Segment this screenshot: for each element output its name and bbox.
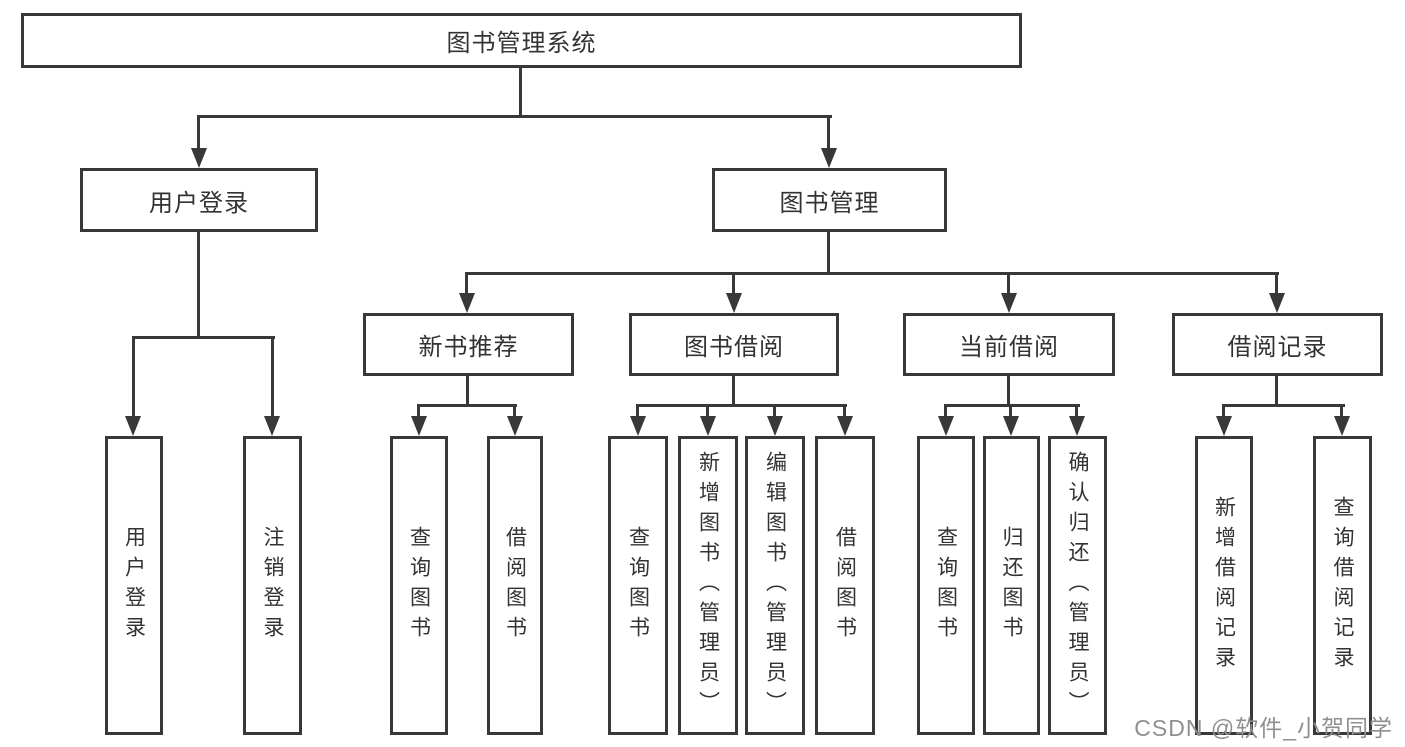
node-root: 图书管理系统	[21, 13, 1022, 68]
node-current-borrow: 当前借阅	[903, 313, 1115, 376]
node-new-book-recommend: 新书推荐	[363, 313, 574, 376]
connector-line	[466, 272, 1279, 275]
connector-line	[1340, 404, 1343, 420]
connector-line	[706, 404, 709, 420]
leaf-edit-book-admin: 编辑图书（管理员）	[745, 436, 805, 735]
leaf-recommend-query-books: 查询图书	[390, 436, 448, 735]
connector-line	[466, 376, 469, 407]
leaf-borrow-borrow-books: 借阅图书	[815, 436, 875, 735]
connector-line	[1275, 376, 1278, 407]
arrow-down-icon	[1001, 293, 1017, 313]
arrow-down-icon	[837, 416, 853, 436]
leaf-recommend-borrow-books: 借阅图书	[487, 436, 543, 735]
watermark: CSDN @软件_小贺同学	[1134, 715, 1393, 741]
node-borrow-records: 借阅记录	[1172, 313, 1383, 376]
leaf-add-borrow-record: 新增借阅记录	[1195, 436, 1253, 735]
connector-line	[132, 336, 135, 420]
arrow-down-icon	[726, 293, 742, 313]
node-book-borrow: 图书借阅	[629, 313, 839, 376]
arrow-down-icon	[1069, 416, 1085, 436]
connector-line	[1007, 272, 1010, 297]
node-book-management: 图书管理	[712, 168, 947, 232]
leaf-confirm-return-admin: 确认归还（管理员）	[1048, 436, 1107, 735]
connector-line	[1075, 404, 1078, 420]
arrow-down-icon	[630, 416, 646, 436]
arrow-down-icon	[1334, 416, 1350, 436]
arrow-down-icon	[507, 416, 523, 436]
arrow-down-icon	[821, 148, 837, 168]
connector-line	[1009, 404, 1012, 420]
connector-line	[732, 272, 735, 297]
arrow-down-icon	[938, 416, 954, 436]
connector-line	[417, 404, 420, 420]
connector-line	[944, 404, 947, 420]
node-user-login: 用户登录	[80, 168, 318, 232]
arrow-down-icon	[411, 416, 427, 436]
leaf-user-login: 用户登录	[105, 436, 163, 735]
leaf-logout: 注销登录	[243, 436, 302, 735]
connector-line	[465, 272, 468, 297]
connector-line	[519, 68, 522, 118]
arrow-down-icon	[125, 416, 141, 436]
connector-line	[1007, 376, 1010, 407]
connector-line	[197, 115, 200, 151]
arrow-down-icon	[264, 416, 280, 436]
connector-line	[513, 404, 516, 420]
leaf-query-borrow-record: 查询借阅记录	[1313, 436, 1372, 735]
connector-line	[198, 115, 832, 118]
connector-line	[732, 376, 735, 407]
connector-line	[773, 404, 776, 420]
connector-line	[132, 336, 275, 339]
connector-line	[827, 232, 830, 275]
arrow-down-icon	[767, 416, 783, 436]
connector-line	[1222, 404, 1345, 407]
connector-line	[1275, 272, 1278, 297]
connector-line	[417, 404, 517, 407]
arrow-down-icon	[700, 416, 716, 436]
connector-line	[827, 115, 830, 151]
leaf-add-book-admin: 新增图书（管理员）	[678, 436, 738, 735]
arrow-down-icon	[459, 293, 475, 313]
connector-line	[271, 336, 274, 420]
leaf-current-query-books: 查询图书	[917, 436, 975, 735]
arrow-down-icon	[1216, 416, 1232, 436]
connector-line	[197, 232, 200, 339]
leaf-borrow-query-books: 查询图书	[608, 436, 668, 735]
connector-line	[1222, 404, 1225, 420]
connector-line	[636, 404, 847, 407]
arrow-down-icon	[1003, 416, 1019, 436]
connector-line	[843, 404, 846, 420]
leaf-return-book: 归还图书	[983, 436, 1040, 735]
connector-line	[636, 404, 639, 420]
arrow-down-icon	[191, 148, 207, 168]
arrow-down-icon	[1269, 293, 1285, 313]
connector-line	[944, 404, 1080, 407]
